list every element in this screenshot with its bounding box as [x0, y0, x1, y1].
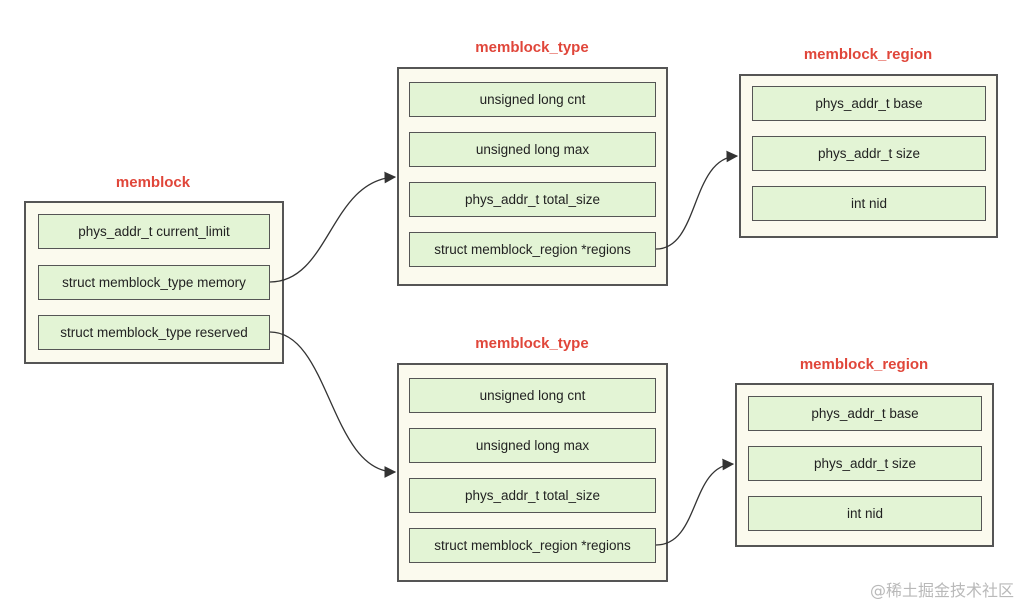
memblock-title: memblock — [115, 174, 191, 191]
memblock-region-title-1: memblock_region — [803, 46, 933, 63]
type1-field-regions: struct memblock_region *regions — [409, 232, 656, 267]
arrow-reserved-to-type2 — [269, 331, 397, 478]
type1-field-total-size: phys_addr_t total_size — [409, 182, 656, 217]
arrow-memory-to-type1 — [269, 171, 397, 283]
type1-field-max: unsigned long max — [409, 132, 656, 167]
type2-field-max: unsigned long max — [409, 428, 656, 463]
type2-field-regions: struct memblock_region *regions — [409, 528, 656, 563]
watermark: @稀土掘金技术社区 — [869, 581, 1014, 600]
memblock-type-title-2: memblock_type — [475, 335, 589, 352]
region1-field-nid: int nid — [752, 186, 986, 221]
type1-field-cnt: unsigned long cnt — [409, 82, 656, 117]
region1-field-size: phys_addr_t size — [752, 136, 986, 171]
region2-field-size: phys_addr_t size — [748, 446, 982, 481]
type2-field-cnt: unsigned long cnt — [409, 378, 656, 413]
region2-field-base: phys_addr_t base — [748, 396, 982, 431]
memblock-type-title-1: memblock_type — [475, 39, 589, 56]
memblock-region-title-2: memblock_region — [799, 356, 929, 373]
region2-field-nid: int nid — [748, 496, 982, 531]
memblock-field-reserved: struct memblock_type reserved — [38, 315, 270, 350]
memblock-field-current-limit: phys_addr_t current_limit — [38, 214, 270, 249]
region1-field-base: phys_addr_t base — [752, 86, 986, 121]
arrow-type2-regions-to-region2 — [655, 458, 735, 546]
type2-field-total-size: phys_addr_t total_size — [409, 478, 656, 513]
memblock-field-memory: struct memblock_type memory — [38, 265, 270, 300]
arrow-type1-regions-to-region1 — [655, 150, 739, 250]
